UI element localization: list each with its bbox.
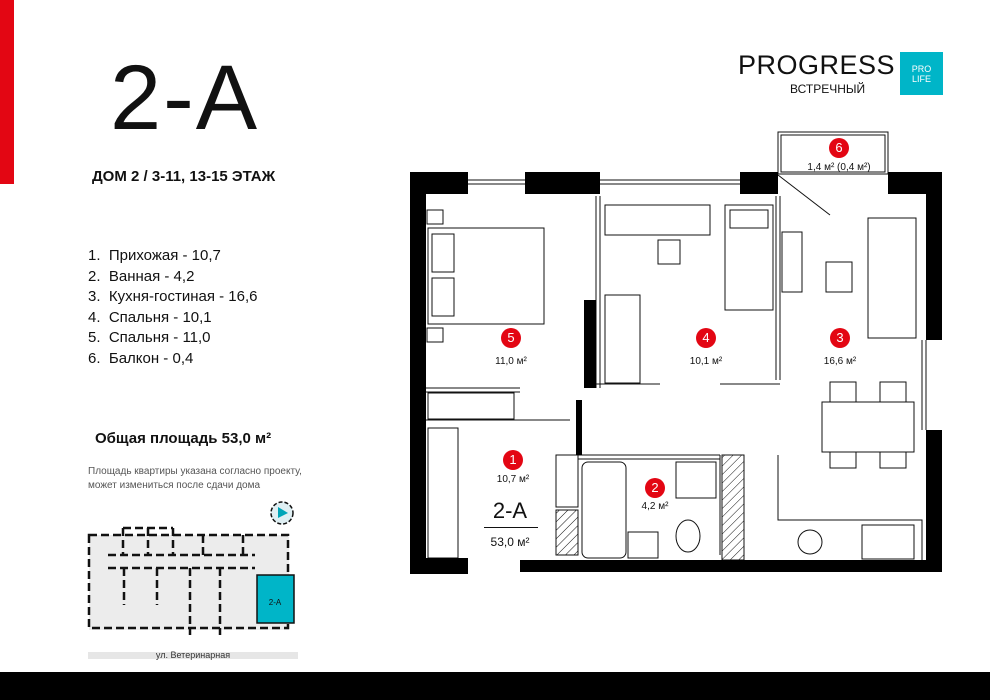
room-area-2: 4,2 м² (641, 501, 669, 512)
room-list-item: 2. Ванная - 4,2 (88, 267, 195, 285)
room-area-5: 11,0 м² (495, 356, 527, 367)
red-accent-bar (0, 0, 14, 184)
key-plan: 2-А (87, 501, 295, 635)
compass-icon (270, 501, 294, 525)
room-area-6: 1,4 м² (0,4 м²) (807, 162, 871, 173)
logo-badge-line2: LIFE (911, 73, 931, 84)
room-area-4: 10,1 м² (689, 356, 723, 367)
plan-divider (484, 527, 538, 528)
logo-badge-line1: PRO (911, 63, 932, 74)
room-list-item: 4. Спальня - 10,1 (88, 308, 212, 326)
room-badge-6: 6 (829, 138, 849, 158)
room-badge-4: 4 (696, 328, 716, 348)
area-note: Площадь квартиры указана согласно проект… (88, 466, 302, 491)
plan-apartment-area: 53,0 м² (490, 535, 530, 549)
room-badge-5: 5 (501, 328, 521, 348)
street-label: ул. Ветеринарная (88, 651, 298, 660)
room-area-3: 16,6 м² (823, 356, 857, 367)
room-badge-2: 2 (645, 478, 665, 498)
rooms-list: 1. Прихожая - 10,7 2. Ванная - 4,2 3. Ку… (88, 246, 258, 369)
apartment-title: 2-А (110, 47, 260, 149)
room-list-item: 1. Прихожая - 10,7 (88, 247, 221, 264)
logo-badge: PRO LIFE (900, 52, 943, 95)
plan-apartment-name: 2-А (492, 498, 528, 523)
total-area: Общая площадь 53,0 м² (95, 430, 272, 447)
keyplan-unit-label: 2-А (269, 598, 282, 607)
bottom-bar (0, 672, 990, 700)
room-list-item: 6. Балкон - 0,4 (88, 349, 194, 367)
room-list-item: 3. Кухня-гостиная - 16,6 (88, 288, 258, 305)
logo-sub: ВСТРЕЧНЫЙ (790, 82, 866, 96)
room-badge-3: 3 (830, 328, 850, 348)
room-badge-1: 1 (503, 450, 523, 470)
room-list-item: 5. Спальня - 11,0 (88, 329, 211, 346)
room-area-1: 10,7 м² (496, 474, 530, 485)
apartment-subtitle: ДОМ 2 / 3-11, 13-15 ЭТАЖ (92, 168, 276, 185)
logo-name: PROGRESS (738, 50, 896, 80)
